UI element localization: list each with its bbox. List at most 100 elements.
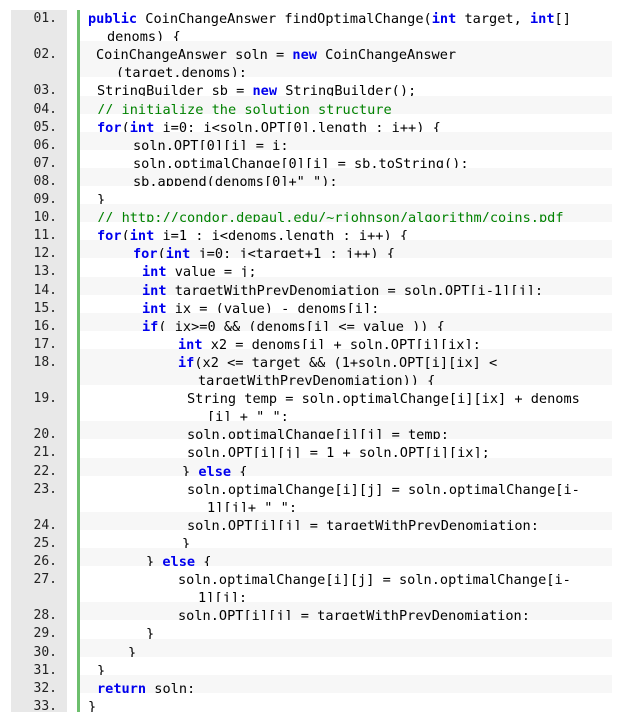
line-number: 03. bbox=[33, 83, 57, 99]
line-number: 25. bbox=[33, 535, 57, 551]
code-token: ( bbox=[121, 119, 130, 136]
code-token: j=0; j<target+1 ; j++) { bbox=[190, 246, 395, 263]
wrapped-continuation: targetWithPrevDenomiation)) { bbox=[198, 372, 436, 389]
code-token: soln.optimalChange[0][i] = sb.toString()… bbox=[133, 155, 469, 172]
keyword: int bbox=[178, 336, 203, 353]
reference-link[interactable]: http://condor.depaul.edu/ bbox=[121, 210, 327, 227]
line-number: 13. bbox=[33, 264, 57, 280]
code-line: 13. int value = j; bbox=[11, 258, 612, 280]
code-token: target, bbox=[456, 11, 530, 27]
code-token: } bbox=[146, 626, 155, 643]
keyword: if bbox=[178, 354, 195, 371]
code-text: for(int i=1 ; i<denoms.length ; i++) { bbox=[88, 227, 612, 245]
line-number: 12. bbox=[33, 246, 57, 262]
code-token: ( bbox=[157, 246, 166, 263]
code-line: 32.return soln; bbox=[11, 674, 612, 697]
code-text: for(int j=0; j<target+1 ; j++) { bbox=[88, 245, 612, 263]
wrapped-continuation: 1][j]+ " "; bbox=[207, 499, 298, 516]
line-number: 19. bbox=[33, 391, 57, 407]
code-token: String temp = soln.optimalChange[i][ix] … bbox=[187, 391, 580, 408]
keyword: for bbox=[97, 228, 122, 245]
code-line: 27. soln.optimalChange[i][j] = soln.optim… bbox=[11, 566, 612, 606]
line-number: 06. bbox=[33, 137, 57, 153]
code-line: 09.} bbox=[11, 186, 612, 208]
code-token: [] bbox=[554, 11, 571, 27]
code-line: 16.if( ix>=0 && (denoms[i] <= value )) { bbox=[11, 312, 612, 335]
code-token: soln.OPT[i][j] = targetWithPrevDenomiati… bbox=[178, 608, 530, 625]
keyword: new bbox=[292, 47, 317, 64]
code-token: soln.optimalChange[i][j] = soln.optimalC… bbox=[178, 572, 571, 589]
code-token: (x2 <= target && (1+soln.OPT[i][ix] < bbox=[194, 354, 498, 371]
code-text: int targetWithPrevDenomiation = soln.OPT… bbox=[88, 282, 612, 300]
line-number: 27. bbox=[33, 572, 57, 588]
code-token: } bbox=[146, 554, 163, 570]
code-text: int value = j; bbox=[88, 263, 612, 281]
code-text: } bbox=[88, 191, 612, 209]
comment: // initialize the solution structure bbox=[97, 101, 392, 118]
comment: // bbox=[97, 210, 122, 227]
line-number: 23. bbox=[33, 481, 57, 497]
line-number: 30. bbox=[33, 644, 57, 660]
code-line: 31.} bbox=[11, 656, 612, 679]
code-token: StringBuilder(); bbox=[277, 83, 417, 100]
code-text: } bbox=[88, 535, 612, 553]
code-token: CoinChangeAnswer findOptimalChange( bbox=[137, 11, 432, 27]
code-token: value = j; bbox=[166, 264, 257, 281]
line-number: 33. bbox=[33, 698, 57, 712]
code-text: } else { bbox=[88, 553, 612, 571]
code-text: soln.OPT[i][j] = targetWithPrevDenomiati… bbox=[88, 607, 612, 625]
code-token: } bbox=[182, 535, 191, 552]
code-token: CoinChangeAnswer soln = bbox=[96, 47, 293, 64]
code-token: { bbox=[195, 554, 212, 570]
code-token: i=1 ; i<denoms.length ; i++) { bbox=[154, 228, 409, 245]
code-token: } bbox=[88, 698, 97, 712]
line-number: 22. bbox=[33, 463, 57, 479]
code-text: soln.OPT[0][i] = i; bbox=[88, 137, 612, 155]
wrapped-continuation: (target,denoms); bbox=[116, 65, 247, 82]
code-line: 08. sb.append(denoms[0]+" "); bbox=[11, 167, 612, 190]
line-number: 24. bbox=[33, 517, 57, 533]
gutter-divider bbox=[77, 10, 80, 712]
wrapped-continuation: 1][j]; bbox=[198, 590, 248, 607]
keyword: int bbox=[431, 11, 457, 27]
line-number: 08. bbox=[33, 173, 57, 189]
code-text: } bbox=[88, 644, 612, 662]
code-token: CoinChangeAnswer bbox=[316, 47, 457, 64]
code-line: 20. soln.optimalChange[i][j] = temp; bbox=[11, 421, 612, 443]
wrapped-continuation: [i] + " "; bbox=[207, 409, 289, 426]
line-number: 29. bbox=[33, 626, 57, 642]
code-viewer: 01.public CoinChangeAnswer findOptimalCh… bbox=[11, 10, 612, 712]
code-line: 05. for(int i=0; i<soln.OPT[0].length ; i… bbox=[11, 113, 612, 136]
code-text: int x2 = denoms[i] + soln.OPT[i][ix]; bbox=[88, 336, 612, 354]
code-text: sb.append(denoms[0]+" "); bbox=[88, 173, 612, 191]
code-token: } bbox=[182, 463, 199, 480]
code-line: 28.soln.OPT[i][j] = targetWithPrevDenomi… bbox=[11, 602, 612, 624]
code-token: targetWithPrevDenomiation = soln.OPT[i-1… bbox=[166, 282, 544, 299]
keyword: if bbox=[142, 318, 159, 335]
line-number: 20. bbox=[33, 427, 57, 443]
code-line: 03.StringBuilder sb = new StringBuilder(… bbox=[11, 77, 612, 99]
code-text: if(x2 <= target && (1+soln.OPT[i][ix] <t… bbox=[88, 354, 612, 390]
keyword: public bbox=[88, 11, 138, 27]
code-line: 01.public CoinChangeAnswer findOptimalCh… bbox=[11, 10, 612, 45]
keyword: for bbox=[97, 119, 122, 136]
comment: ~rjohnson/algorithm/coins.pdf bbox=[326, 210, 564, 227]
code-line: 29.} bbox=[11, 620, 612, 642]
code-line: 15.int ix = (value) - denoms[i]; bbox=[11, 294, 612, 317]
code-text: soln.optimalChange[i][j] = soln.optimalC… bbox=[88, 481, 612, 517]
code-token: soln.optimalChange[i][j] = temp; bbox=[187, 427, 449, 444]
code-line: 04. // initialize the solution structure bbox=[11, 95, 612, 118]
line-number: 04. bbox=[33, 101, 57, 117]
code-line: 30.} bbox=[11, 638, 612, 661]
keyword: int bbox=[142, 264, 167, 281]
line-number: 07. bbox=[33, 155, 57, 171]
code-line: 26.} else { bbox=[11, 548, 612, 570]
code-text: for(int i=0; i<soln.OPT[0].length ; i++)… bbox=[88, 119, 612, 137]
keyword: int bbox=[129, 228, 155, 245]
code-text: soln.optimalChange[i][j] = temp; bbox=[88, 426, 612, 444]
code-line: 02.CoinChangeAnswer soln = new CoinChang… bbox=[11, 41, 612, 81]
code-token: soln.OPT[i][j] = 1 + soln.OPT[i][ix]; bbox=[187, 445, 490, 462]
line-number: 09. bbox=[33, 192, 57, 207]
line-number: 05. bbox=[33, 119, 57, 135]
keyword: return bbox=[97, 680, 147, 697]
